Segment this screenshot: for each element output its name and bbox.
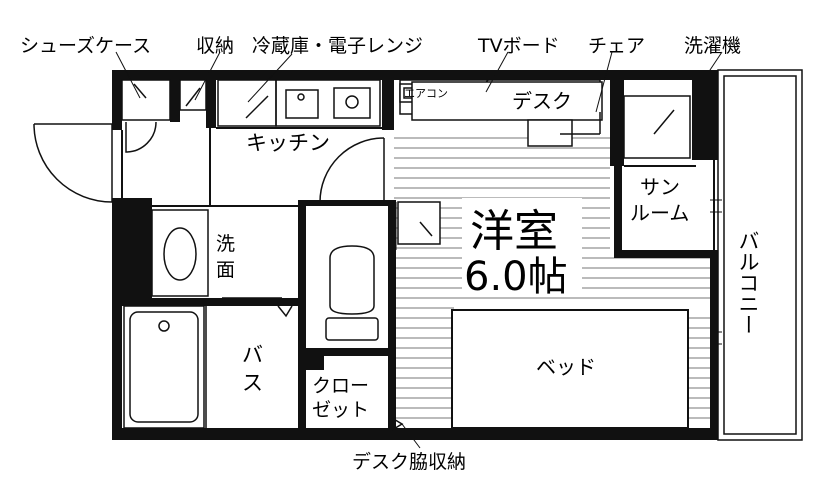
room-label-backing <box>462 198 582 294</box>
label-sunroom-1: サン <box>640 175 680 199</box>
label-balcony: バルコニー <box>736 230 760 335</box>
label-chair: チェア <box>588 35 645 57</box>
sunroom-window <box>617 96 623 166</box>
bed <box>451 309 689 429</box>
label-desk-side-storage: デスク脇収納 <box>352 451 466 473</box>
entrance-door <box>33 123 113 203</box>
kitchen-door <box>319 137 385 203</box>
label-desk: デスク <box>512 89 572 113</box>
label-kitchen: キッチン <box>246 131 330 155</box>
label-western-room: 洋室 <box>470 206 558 257</box>
window-marks <box>710 199 722 345</box>
label-shoe-case: シューズケース <box>20 35 151 57</box>
label-room-size: 6.0帖 <box>464 254 568 300</box>
label-bed: ベッド <box>536 355 596 379</box>
label-closet-1: クロー <box>312 375 369 397</box>
washing-machine <box>623 95 691 159</box>
leader-lines <box>115 51 723 449</box>
label-tv-board: TVボード <box>477 35 560 57</box>
label-bath-2: ス <box>242 371 263 395</box>
label-closet-2: ゼット <box>312 399 369 421</box>
fridge <box>217 79 277 127</box>
label-washstand-2: 面 <box>216 259 235 281</box>
washbasin <box>151 209 209 297</box>
desk <box>411 81 603 121</box>
label-air-conditioner: エアコン <box>404 87 448 100</box>
label-storage: 収納 <box>196 35 234 57</box>
balcony <box>717 69 803 441</box>
label-sunroom-2: ルーム <box>630 201 689 225</box>
label-fridge-microwave: 冷蔵庫・電子レンジ <box>252 35 423 57</box>
walls <box>112 70 718 440</box>
bathtub <box>123 305 205 429</box>
label-washing-machine: 洗濯機 <box>684 35 741 57</box>
desk-side-storage <box>397 201 441 245</box>
thin-walls <box>121 127 715 255</box>
shoe-case <box>121 79 171 153</box>
chair <box>527 112 601 147</box>
toilet <box>325 245 379 341</box>
label-washstand-1: 洗 <box>216 233 235 255</box>
label-bath-1: バ <box>242 343 263 367</box>
kitchen-counter <box>275 79 381 127</box>
washroom-door <box>222 297 293 318</box>
storage-closet <box>179 79 207 111</box>
